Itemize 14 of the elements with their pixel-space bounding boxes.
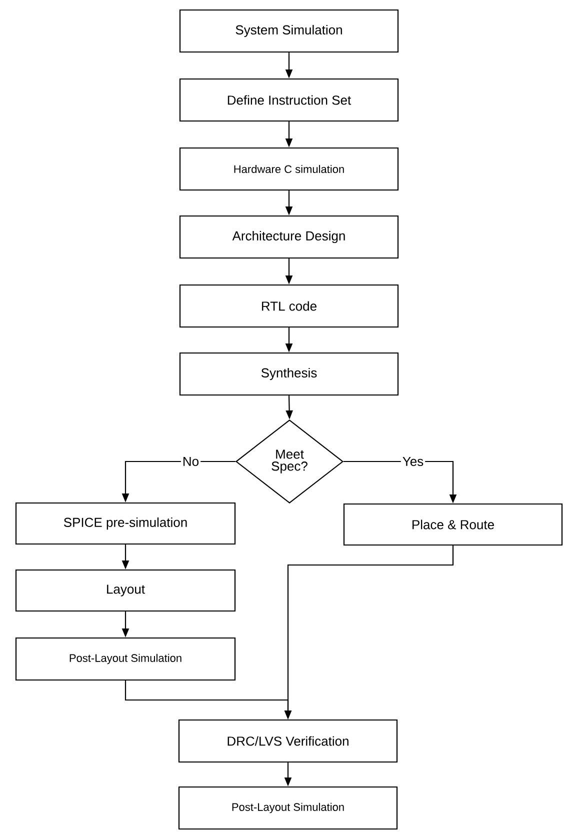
process-box: SPICE pre-simulation	[15, 502, 236, 545]
process-box: System Simulation	[179, 9, 399, 53]
process-box: Place & Route	[343, 503, 563, 546]
process-box: RTL code	[179, 284, 399, 328]
process-box: DRC/LVS Verification	[178, 719, 398, 763]
process-box: Architecture Design	[179, 215, 399, 259]
process-box: Post-Layout Simulation	[15, 637, 236, 681]
process-box: Post-Layout Simulation	[178, 786, 398, 830]
edge-label: No	[180, 455, 201, 468]
process-box: Hardware C simulation	[179, 147, 399, 191]
process-box: Synthesis	[179, 352, 399, 396]
process-box: Layout	[15, 569, 236, 612]
process-box: Define Instruction Set	[179, 78, 399, 122]
edge-label: Yes	[400, 455, 426, 468]
